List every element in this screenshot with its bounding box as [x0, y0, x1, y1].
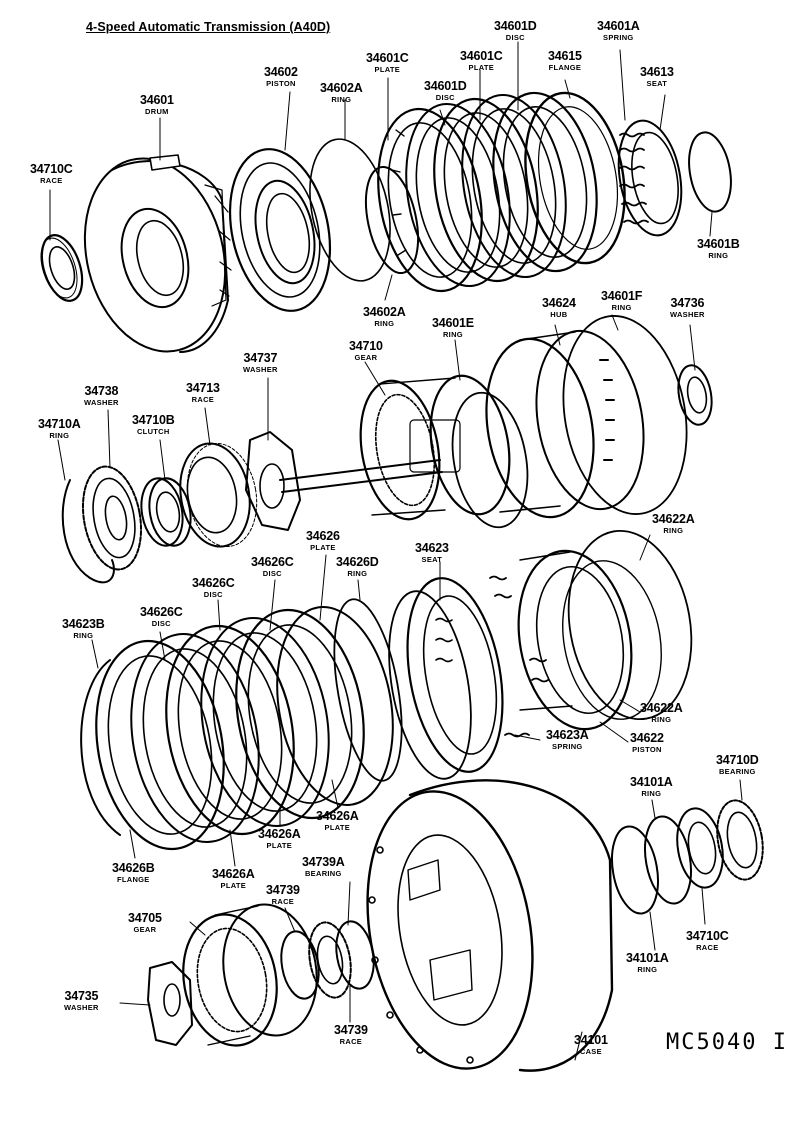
ring-34601f: [562, 315, 688, 515]
clutch-pack-34601: [377, 91, 598, 293]
flange-34615: [524, 91, 626, 265]
piston-34622: [489, 549, 633, 731]
ring-gear-34705: [182, 903, 318, 1047]
drum-34601: [83, 154, 232, 353]
piston-34602: [228, 148, 332, 312]
hub-34624: [485, 329, 645, 519]
leader-lines: [49, 41, 743, 1061]
race-34710c-top: [40, 234, 84, 302]
washer-34737: [245, 431, 301, 531]
washer-34736: [677, 364, 713, 426]
ring-34626d: [333, 598, 403, 782]
race-34713: [179, 442, 258, 548]
ring-34601b: [688, 131, 732, 213]
bearing-34710d: [716, 799, 764, 881]
ring-34101a-front: [611, 825, 659, 915]
ring-34622a-outer: [567, 529, 693, 721]
seat-34623: [406, 577, 504, 773]
race-34710c-bottom: [676, 807, 724, 889]
output-shaft: [279, 459, 443, 493]
clutch-pack-34626: [80, 606, 394, 851]
reference-code: MC5040 I: [666, 1030, 788, 1055]
ring-34601e: [451, 391, 529, 529]
race-bearing-34739: [280, 920, 375, 1000]
ring-34602a-lower: [364, 165, 420, 275]
planetary-gear-34710: [359, 374, 511, 521]
ring-34101a-rear: [644, 815, 692, 905]
ring-34622a-inner: [562, 560, 662, 720]
clutch-34710b: [140, 477, 192, 547]
case-34101: [366, 779, 614, 1072]
washer-34735: [147, 961, 193, 1046]
washer-34738: [81, 465, 143, 571]
ring-34623b: [388, 590, 472, 780]
ring-34602a-upper: [309, 138, 391, 282]
spring-34623a: [504, 732, 530, 738]
diagram-title: 4-Speed Automatic Transmission (A40D): [86, 20, 331, 34]
spring-set-34601a: [617, 119, 683, 237]
ring-34710a: [61, 479, 115, 584]
